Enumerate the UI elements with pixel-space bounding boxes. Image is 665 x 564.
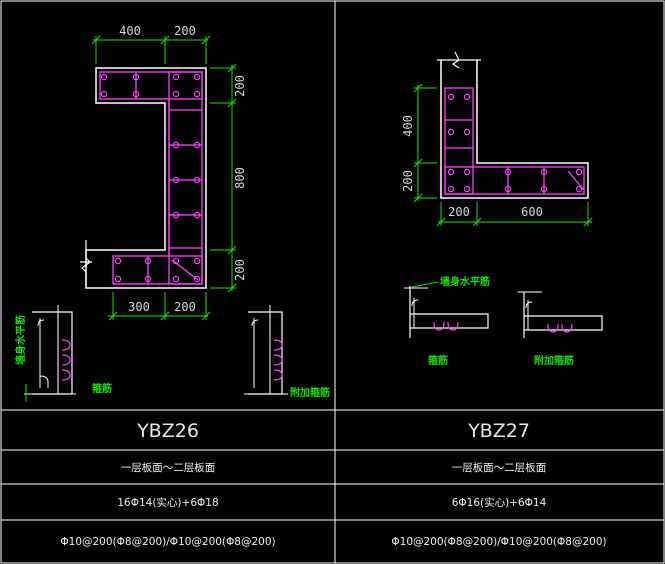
ybz27-rebar-cage [444, 87, 585, 195]
ybz27-wall-outline [440, 60, 589, 199]
ybz26-detail-extra-stirrup: 附加箍筋 [244, 305, 330, 399]
ybz27-section: 400 200 200 600 墙身水平筋 箍筋 附加箍筋 YBZ27 [391, 51, 607, 548]
ybz26-dim-right-c: 200 [233, 259, 247, 281]
ybz26-dim-top-b: 200 [174, 24, 196, 38]
ybz26-extra-stirrup-label: 附加箍筋 [290, 386, 330, 399]
ybz27-horizontal-bar-label: 墙身水平筋 [440, 275, 490, 288]
ybz26-bars [100, 73, 201, 283]
ybz26-detail-stirrup: 墙身水平筋 箍筋 [14, 305, 112, 402]
ybz27-rebar: 6Φ16(实心)+6Φ14 [452, 496, 547, 509]
ybz27-bars [447, 93, 583, 193]
ybz27-dimensions [413, 83, 593, 227]
ybz27-detail-stirrup: 墙身水平筋 箍筋 [404, 275, 490, 367]
ybz27-dim-bottom-a: 200 [448, 205, 470, 219]
ybz27-stirrups: Φ10@200(Φ8@200)/Φ10@200(Φ8@200) [391, 536, 606, 548]
ybz26-stirrups: Φ10@200(Φ8@200)/Φ10@200(Φ8@200) [60, 536, 275, 548]
ybz26-dim-bottom-a: 300 [128, 300, 150, 314]
ybz27-extra-stirrup-label: 附加箍筋 [534, 354, 574, 367]
ybz26-dimensions [91, 35, 237, 321]
ybz26-dim-top-a: 400 [119, 24, 141, 38]
ybz27-level: 一层板面～二层板面 [452, 461, 547, 474]
ybz27-dim-bottom-b: 600 [521, 205, 543, 219]
ybz27-break-symbol [437, 51, 481, 69]
ybz26-rebar: 16Φ14(实心)+6Φ18 [117, 496, 218, 509]
ybz26-rebar-cage [99, 71, 203, 285]
ybz26-horizontal-bar-label: 墙身水平筋 [14, 315, 27, 365]
ybz26-dim-right-a: 200 [233, 75, 247, 97]
ybz26-dim-bottom-b: 200 [174, 300, 196, 314]
ybz26-wall-outline [85, 67, 207, 289]
ybz27-stirrup-label: 箍筋 [428, 354, 448, 367]
ybz27-detail-extra-stirrup: 附加箍筋 [518, 291, 603, 367]
ybz26-stirrup-label: 箍筋 [92, 382, 112, 395]
ybz26-section: 400 200 200 800 200 300 200 墙身水平筋 箍筋 [14, 24, 330, 548]
ybz26-level: 一层板面～二层板面 [121, 461, 216, 474]
ybz26-dim-right-b: 800 [233, 167, 247, 189]
ybz26-title: YBZ26 [136, 420, 199, 442]
ybz27-dim-left-a: 400 [401, 115, 415, 137]
ybz27-dim-left-b: 200 [401, 170, 415, 192]
ybz26-break-symbol [80, 240, 92, 288]
ybz27-title: YBZ27 [467, 420, 530, 442]
